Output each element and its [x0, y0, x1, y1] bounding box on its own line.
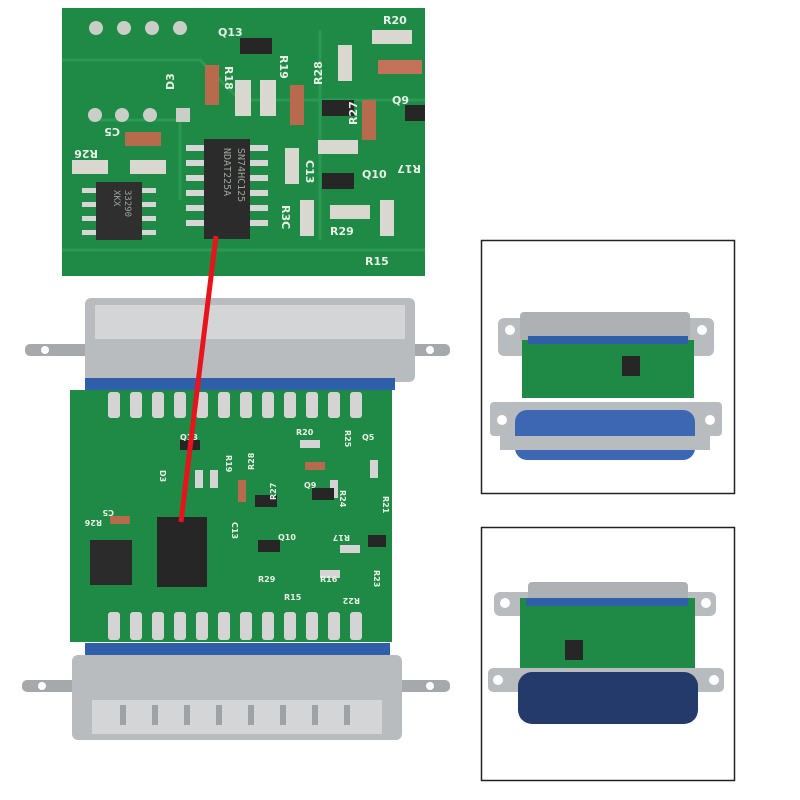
- svg-text:Q9: Q9: [392, 94, 409, 107]
- svg-text:R19: R19: [277, 55, 290, 79]
- svg-text:R20: R20: [383, 14, 407, 27]
- board-silkscreen-labels: Q13 R20 R25 Q5 D3 R19 R28 R27 Q9 R24 R21…: [84, 428, 390, 605]
- pcb-closeup-inset: SN74HC125 NDAT225A 33290 XKX Q13 R18 R19…: [62, 8, 425, 276]
- svg-text:R28: R28: [247, 452, 256, 470]
- svg-text:C5: C5: [104, 125, 120, 138]
- svg-text:D3: D3: [158, 470, 167, 482]
- svg-text:D3: D3: [164, 73, 177, 90]
- svg-text:R20: R20: [296, 428, 314, 437]
- svg-text:R28: R28: [312, 61, 325, 85]
- svg-text:Q13: Q13: [218, 26, 243, 39]
- svg-text:R26: R26: [74, 147, 98, 160]
- svg-text:R29: R29: [258, 575, 276, 584]
- svg-text:R26: R26: [84, 518, 102, 527]
- ic-chip-small-board: [90, 540, 132, 585]
- svg-text:Q9: Q9: [304, 481, 317, 490]
- svg-text:R19: R19: [224, 455, 233, 473]
- svg-text:Q10: Q10: [362, 168, 387, 181]
- chip-text: 33290: [122, 190, 132, 217]
- svg-text:Q5: Q5: [362, 433, 375, 442]
- panel-top-view: [480, 239, 736, 495]
- svg-text:R27: R27: [347, 101, 360, 125]
- ic-chip-small: [96, 182, 142, 240]
- ic-chip-sn74hc125: [204, 139, 250, 239]
- svg-text:R15: R15: [365, 255, 389, 268]
- svg-text:R22: R22: [343, 596, 360, 605]
- panel-angled-view: [480, 526, 736, 782]
- svg-text:Q10: Q10: [278, 533, 296, 542]
- chip-text: XKX: [111, 190, 121, 207]
- svg-text:R25: R25: [343, 430, 352, 448]
- svg-text:R16: R16: [320, 575, 338, 584]
- svg-text:C13: C13: [303, 160, 316, 183]
- svg-text:R27: R27: [269, 483, 278, 500]
- svg-text:R17: R17: [397, 162, 421, 175]
- closeup-silkscreen-labels: Q13 R18 R19 R28 R20 D3 C5 R26 C13 R27 Q9…: [74, 14, 421, 268]
- svg-text:R29: R29: [330, 225, 354, 238]
- svg-text:C5: C5: [102, 508, 114, 517]
- svg-text:R24: R24: [338, 490, 347, 508]
- svg-text:R18: R18: [222, 66, 235, 90]
- svg-text:R3C: R3C: [279, 205, 292, 229]
- db25-adapter-main: Q13 R20 R25 Q5 D3 R19 R28 R27 Q9 R24 R21…: [22, 298, 450, 740]
- chip-text: SN74HC125: [235, 148, 246, 202]
- svg-text:C13: C13: [230, 522, 239, 539]
- ic-chip-main-board: [157, 517, 207, 587]
- svg-text:R21: R21: [381, 496, 390, 514]
- chip-text: NDAT225A: [221, 148, 232, 196]
- svg-text:R17: R17: [333, 533, 350, 542]
- svg-text:R23: R23: [372, 570, 381, 587]
- svg-text:R15: R15: [284, 593, 302, 602]
- callout-line: [178, 235, 219, 523]
